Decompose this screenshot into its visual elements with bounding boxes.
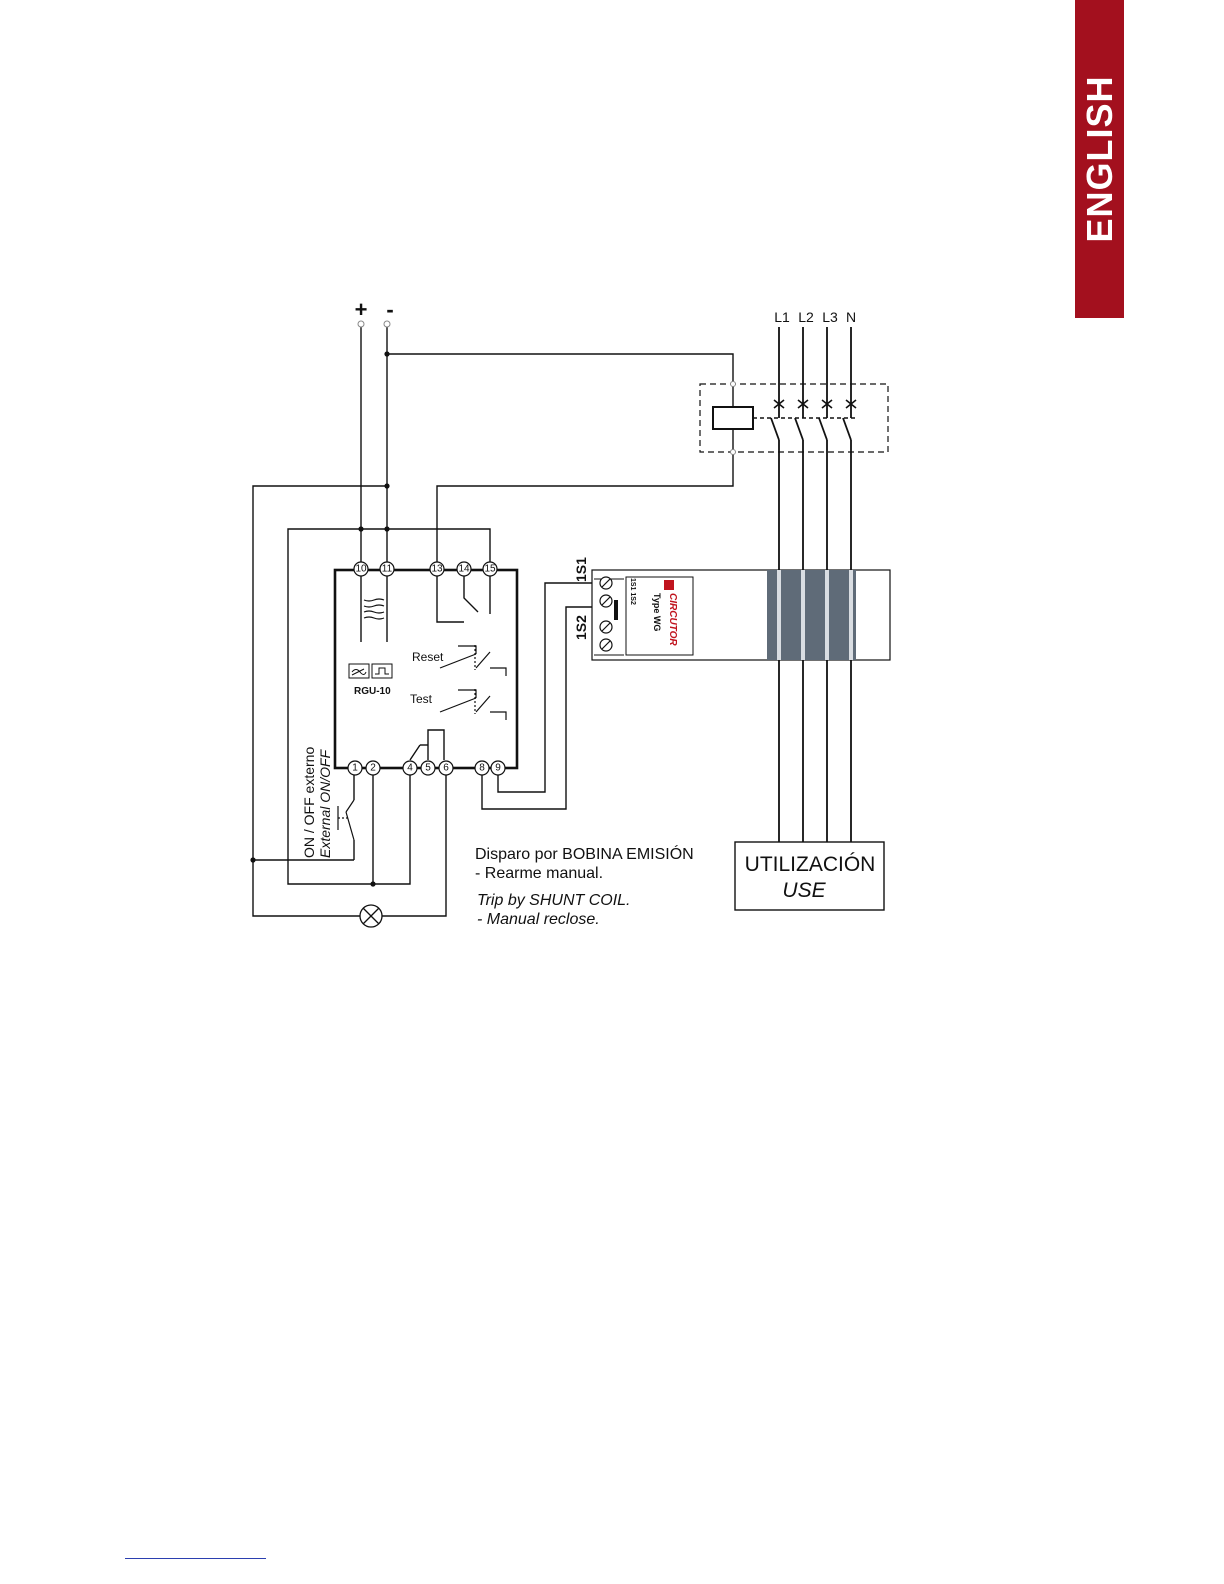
- core-balance-transformer: CIRCUTOR Type WG 1S1 1S2: [592, 570, 890, 660]
- transformer-terminal-text: 1S1 1S2: [629, 578, 636, 605]
- transformer-brand: CIRCUTOR: [667, 593, 678, 646]
- brand-logo-icon: [664, 580, 674, 590]
- note-es-title: Disparo por BOBINA EMISIÓN: [475, 844, 694, 863]
- note-en-sub: - Manual reclose.: [477, 911, 600, 928]
- footnote-rule: [125, 1558, 266, 1559]
- indicator-lamp-icon: [360, 905, 382, 927]
- terminal-11: 11: [382, 564, 393, 575]
- terminal-2: 2: [370, 763, 376, 774]
- terminal-15: 15: [484, 564, 496, 575]
- terminal-14: 14: [458, 564, 470, 575]
- test-label: Test: [410, 692, 433, 706]
- line-l2: L2: [798, 309, 814, 325]
- line-l3: L3: [822, 309, 838, 325]
- terminal-8: 8: [479, 763, 485, 774]
- load-box-es: UTILIZACIÓN: [745, 853, 876, 876]
- reset-label: Reset: [412, 650, 444, 664]
- terminal-4: 4: [407, 763, 413, 774]
- supply-minus: -: [386, 297, 393, 322]
- transformer-type: Type WG: [652, 593, 662, 631]
- note-en-title: Trip by SHUNT COIL.: [477, 892, 631, 909]
- line-l1: L1: [774, 309, 790, 325]
- note-es-sub: - Rearme manual.: [475, 865, 603, 882]
- load-box-en: USE: [782, 879, 826, 902]
- external-switch-symbol: [338, 800, 354, 840]
- terminal-13: 13: [431, 564, 443, 575]
- line-n: N: [846, 309, 856, 325]
- terminal-1s2-label: 1S2: [573, 615, 589, 640]
- terminal-5: 5: [425, 763, 431, 774]
- external-switch-label-en: External ON/OFF: [317, 748, 333, 858]
- shunt-coil: [713, 407, 753, 429]
- terminal-1s1-label: 1S1: [573, 557, 589, 582]
- terminal-1: 1: [352, 763, 358, 774]
- relay-model: RGU-10: [354, 686, 391, 697]
- external-switch-label-es: ON / OFF externo: [301, 747, 317, 858]
- supply-plus: +: [355, 297, 368, 322]
- terminal-10: 10: [355, 564, 367, 575]
- terminal-9: 9: [495, 763, 501, 774]
- relay-bottom-terminals: 1 2 4 5 6 8 9: [348, 761, 505, 775]
- terminal-6: 6: [443, 763, 449, 774]
